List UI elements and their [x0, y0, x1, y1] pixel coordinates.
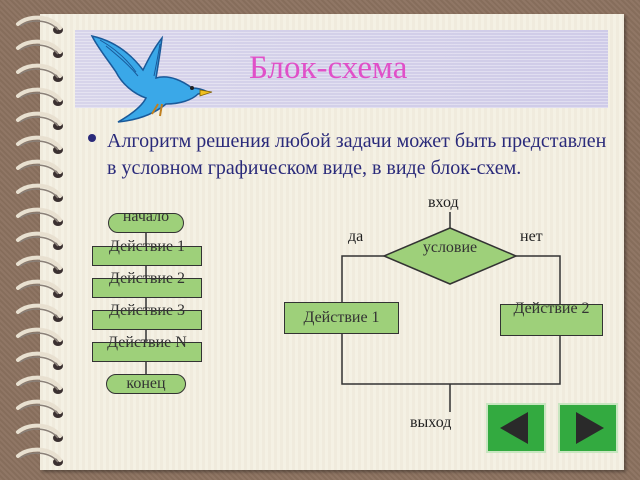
binder-ring-shade: [19, 404, 59, 415]
bullet-dot: [88, 134, 96, 142]
binder-ring-shade: [19, 116, 59, 127]
binder-ring: [16, 255, 62, 270]
bird-icon: [90, 34, 213, 123]
binder-ring-shade: [19, 428, 59, 439]
action-block-2: Действие 2: [92, 270, 202, 298]
next-button[interactable]: [558, 403, 618, 453]
binder-ring: [16, 207, 62, 222]
next-arrow-icon: [576, 412, 604, 444]
binder-ring-shade: [19, 164, 59, 175]
binder-ring: [16, 159, 62, 174]
binder-ring-shade: [19, 332, 59, 343]
binder-ring-shade: [19, 308, 59, 319]
slide-title: Блок-схема: [249, 50, 408, 86]
binder-ring-shade: [19, 68, 59, 79]
branch-action-2-label: Действие 2: [513, 300, 590, 317]
binder-ring-shade: [19, 140, 59, 151]
end-block: конец: [106, 374, 186, 394]
entry-label: вход: [428, 194, 459, 211]
no-label: нет: [520, 228, 543, 245]
binder-ring-shade: [19, 260, 59, 271]
binder-ring: [16, 351, 62, 366]
binder-ring: [16, 231, 62, 246]
binder-ring: [16, 87, 62, 102]
yes-label: да: [348, 228, 364, 245]
action-label-1: Действие 1: [108, 238, 186, 255]
branch-action-1: Действие 1: [284, 302, 399, 334]
bullet-text: Алгоритм решения любой задачи может быть…: [107, 130, 607, 179]
end-label: конец: [126, 375, 166, 392]
binder-ring: [16, 447, 62, 462]
action-label-2: Действие 2: [108, 270, 186, 287]
binder-ring-shade: [19, 20, 59, 31]
prev-button[interactable]: [486, 403, 546, 453]
binder-ring: [16, 327, 62, 342]
binder-ring: [16, 39, 62, 54]
condition-label: условие: [422, 239, 478, 256]
binder-ring: [16, 183, 62, 198]
branch-action-1-label: Действие 1: [303, 309, 380, 326]
start-label: начало: [122, 208, 170, 225]
binder-ring: [16, 375, 62, 390]
binder-ring-shade: [19, 284, 59, 295]
start-block: начало: [108, 208, 184, 233]
action-label-n: Действие N: [107, 334, 187, 351]
action-block-1: Действие 1: [92, 238, 202, 266]
action-label-3: Действие 3: [108, 302, 186, 319]
binder-ring-shade: [19, 356, 59, 367]
binder-ring: [16, 399, 62, 414]
binder-ring: [16, 15, 62, 30]
prev-arrow-icon: [500, 412, 528, 444]
action-block-n: Действие N: [92, 334, 202, 362]
binder-ring: [16, 135, 62, 150]
binder-ring-shade: [19, 188, 59, 199]
binder-ring: [16, 63, 62, 78]
exit-label: выход: [410, 414, 452, 431]
action-block-3: Действие 3: [92, 302, 202, 330]
binder-ring: [16, 303, 62, 318]
binder-ring: [16, 423, 62, 438]
binder-ring-shade: [19, 380, 59, 391]
binder-rings-icon: [16, 15, 63, 466]
binder-ring-shade: [19, 236, 59, 247]
binder-ring: [16, 111, 62, 126]
binder-ring: [16, 279, 62, 294]
binder-ring-shade: [19, 92, 59, 103]
binder-ring-shade: [19, 452, 59, 463]
binder-ring-shade: [19, 44, 59, 55]
branch-action-2: Действие 2: [500, 300, 603, 336]
binder-ring-shade: [19, 212, 59, 223]
